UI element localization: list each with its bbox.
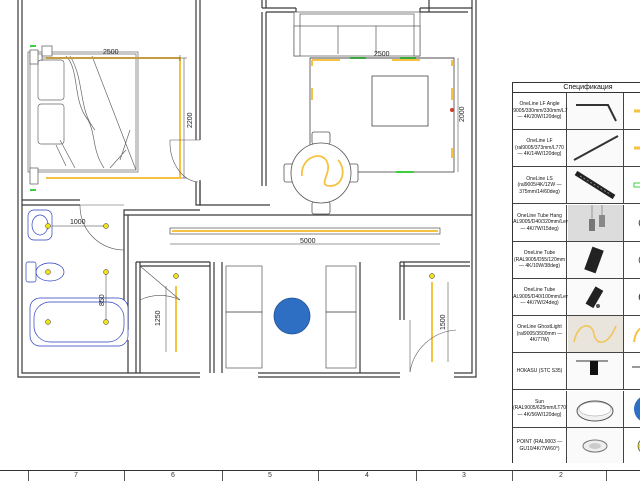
spec-row: Sun (RAL9005/625mm/LT70 — 4K/56W/120deg) [513, 390, 640, 428]
ruler-tick [512, 471, 513, 481]
specification-table: Спецификация OneLine LF Angle (ral9005/3… [512, 82, 640, 463]
bath-dimensions [52, 225, 107, 320]
bathroom-fixtures [25, 209, 129, 347]
hall-spot-2 [429, 273, 435, 279]
angle-profile-icon [568, 93, 624, 129]
wardrobe-units [225, 265, 357, 369]
hall-spot-1 [173, 273, 179, 279]
track-light-icon [568, 167, 624, 204]
floor-plan: 2500 2200 2500 2000 [17, 0, 477, 378]
spec-item-name: OneLine LF Angle (ral9005/330mm/330mm/L7… [513, 93, 573, 129]
ruler-label: 3 [462, 472, 466, 479]
spec-item-name: OneLine Tube (RAL9005/D40/100mm/Lens — 4… [513, 279, 571, 315]
spec-row: OneLine Tube (RAL9005/D40/100mm/Lens — 4… [513, 279, 640, 316]
ruler-tick [222, 471, 223, 481]
legend-symbol [624, 205, 640, 241]
wardrobe-left-profile [165, 286, 177, 352]
spec-item-name: OneLine LF (ral9005/373mm/L770 — 4K/14W/… [513, 130, 567, 167]
bath-door [79, 204, 125, 251]
living-width-label: 2500 [374, 51, 390, 58]
spec-row: OneLine GhostLight (ral9005/3500mm — 4K/… [513, 316, 640, 354]
ruler-label: 6 [171, 472, 175, 479]
ruler-tick [606, 471, 607, 481]
track-spot-icon [568, 353, 624, 390]
spec-row: НОКАSU (STC S35) [513, 353, 640, 391]
living-angle-profile [311, 59, 453, 158]
legend-symbol [624, 391, 640, 427]
legend-symbol [624, 130, 640, 166]
spec-row: POINT (RAL9003 — GU10/4K/7W/60°) [513, 427, 640, 463]
ruler-tick [124, 471, 125, 481]
living-depth-label: 2000 [459, 106, 466, 122]
legend-symbol [624, 428, 640, 463]
legend-symbol [624, 279, 640, 315]
linear-profile-icon [568, 130, 624, 167]
specification-title: Спецификация [513, 83, 640, 93]
wardrobe-left-label: 1250 [155, 310, 162, 326]
ruler-tick [416, 471, 417, 481]
tube-spot-small-icon [568, 279, 624, 315]
corridor-length-label: 5000 [300, 238, 316, 245]
tv-screen [371, 75, 429, 127]
legend-symbol [624, 93, 640, 129]
bedroom-dimensions [41, 55, 187, 179]
bath-offset-label: 1000 [70, 219, 86, 226]
pendant-tube-icon [568, 204, 624, 241]
dining-set [283, 131, 359, 215]
spec-item-name: НОКАSU (STC S35) [513, 353, 567, 390]
sofa [293, 11, 421, 57]
bedroom-bed [27, 51, 139, 173]
sun-ceiling-light [273, 297, 311, 335]
bath-height-label: 850 [99, 294, 106, 306]
bottom-ruler: 7 6 5 4 3 2 [0, 470, 640, 481]
spec-row: OneLine LS (ral9005/4K/12W — 375mm/14/60… [513, 167, 640, 205]
legend-symbol [624, 242, 640, 278]
ghost-light-curve [301, 155, 344, 187]
spec-item-name: OneLine Tube (RAL9005/D55/120mm — 4K/10W… [513, 241, 567, 278]
spec-item-name: OneLine LS (ral9005/4K/12W — 375mm/14/60… [513, 167, 567, 204]
spec-item-name: Sun (RAL9005/625mm/LT70 — 4K/56W/120deg) [513, 390, 567, 427]
legend-symbol [624, 316, 640, 352]
entrance-door [409, 320, 457, 373]
red-spot [450, 108, 454, 112]
corridor-profile [169, 227, 441, 245]
spec-row: OneLine LF Angle (ral9005/330mm/330mm/L7… [513, 93, 640, 130]
ruler-tick [28, 471, 29, 481]
living-dimensions [310, 57, 459, 172]
walls [17, 0, 477, 378]
legend-symbol [624, 167, 640, 203]
bedside-wall-lights [30, 45, 36, 191]
ceiling-disc-icon [568, 390, 624, 427]
spec-row: OneLine Tube Hang (RAL9005/D40/320mm/Len… [513, 204, 640, 242]
ghost-light-icon [568, 316, 624, 353]
spec-item-name: POINT (RAL9003 — GU10/4K/7W/60°) [513, 427, 567, 463]
bedroom-width-label: 2500 [103, 49, 119, 56]
legend-symbol [624, 353, 640, 389]
bedroom-depth-label: 2200 [187, 112, 194, 128]
ruler-tick [318, 471, 319, 481]
wardrobe-right-profile [431, 282, 449, 362]
bedside-tables [29, 45, 53, 185]
ruler-label: 5 [268, 472, 272, 479]
ruler-label: 4 [365, 472, 369, 479]
tube-spot-icon [568, 241, 624, 278]
bedroom-door [169, 139, 200, 183]
spec-item-name: OneLine GhostLight (ral9005/3500mm — 4K/… [513, 316, 567, 353]
bath-ceiling-spots [45, 223, 109, 325]
ruler-label: 2 [559, 472, 563, 479]
wardrobe-right-label: 1500 [440, 314, 447, 330]
spec-row: OneLine Tube (RAL9005/D55/120mm — 4K/10W… [513, 241, 640, 279]
spec-item-name: OneLine Tube Hang (RAL9005/D40/320mm/Len… [513, 204, 571, 241]
hall-door-left [139, 265, 181, 301]
spec-row: OneLine LF (ral9005/373mm/L770 — 4K/14W/… [513, 130, 640, 168]
ruler-label: 7 [74, 472, 78, 479]
downlight-icon [568, 427, 624, 463]
